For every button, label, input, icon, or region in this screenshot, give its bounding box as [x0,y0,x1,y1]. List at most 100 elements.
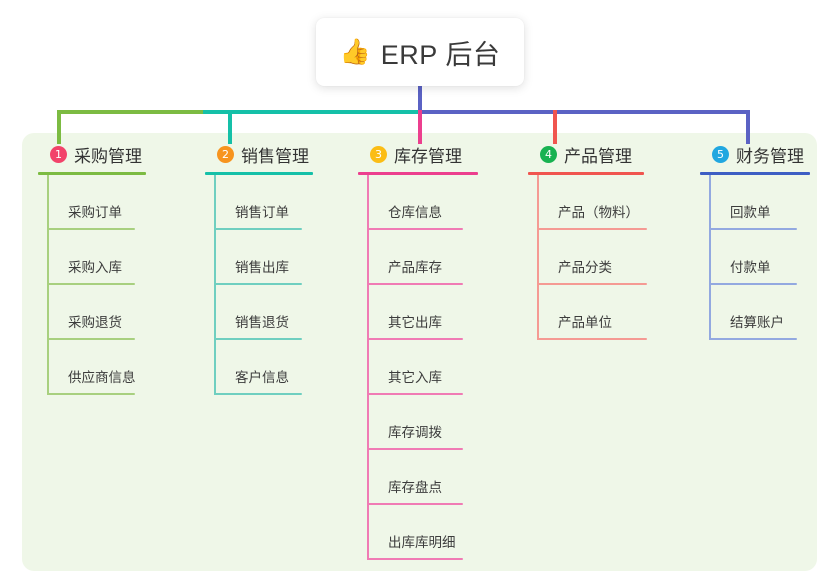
column-header-rule [38,172,146,175]
list-item[interactable]: 回款单 [700,175,810,230]
list-item[interactable]: 库存盘点 [358,450,478,505]
list-item-label: 供应商信息 [68,370,136,385]
list-item-label: 回款单 [730,205,771,220]
column-spine [47,175,49,395]
list-item-rule [214,393,302,395]
bus-segment-right [420,110,750,114]
list-item[interactable]: 供应商信息 [38,340,146,395]
list-item-label: 出库库明细 [388,535,456,550]
list-item[interactable]: 客户信息 [205,340,313,395]
column-title: 产品管理 [564,146,632,166]
drop-column-3 [418,110,422,144]
list-item-label: 销售出库 [235,260,289,275]
list-item-label: 产品分类 [558,260,612,275]
trunk-vertical [418,86,422,113]
list-item[interactable]: 其它入库 [358,340,478,395]
list-item-rule [47,228,135,230]
list-item-rule [367,393,463,395]
list-item-label: 产品库存 [388,260,442,275]
list-item[interactable]: 销售退货 [205,285,313,340]
number-badge-icon: 3 [370,145,387,163]
column-1: 1 采购管理采购订单采购入库采购退货供应商信息 [38,140,146,395]
column-spine [537,175,539,340]
list-item[interactable]: 产品库存 [358,230,478,285]
list-item-rule [367,228,463,230]
column-header-1[interactable]: 1 采购管理 [38,140,146,168]
column-items: 产品（物料） 产品分类产品单位 [528,175,647,340]
list-item-label: 其它出库 [388,315,442,330]
list-item[interactable]: 仓库信息 [358,175,478,230]
column-spine [367,175,369,560]
list-item-rule [537,283,647,285]
column-header-rule [358,172,478,175]
drop-column-1 [57,110,61,144]
list-item-label: 客户信息 [235,370,289,385]
list-item[interactable]: 产品（物料） [528,175,647,230]
list-item-label: 销售订单 [235,205,289,220]
list-item[interactable]: 销售订单 [205,175,313,230]
diagram-panel [22,133,817,571]
column-header-rule [205,172,313,175]
list-item-rule [47,393,135,395]
list-item-rule [47,338,135,340]
list-item-rule [214,283,302,285]
list-item[interactable]: 结算账户 [700,285,810,340]
number-badge-icon: 5 [712,145,729,163]
list-item-label: 结算账户 [730,315,784,330]
list-item-rule [537,228,647,230]
column-items: 回款单付款单结算账户 [700,175,810,340]
list-item-rule [367,448,463,450]
list-item-rule [214,228,302,230]
list-item-label: 库存调拨 [388,425,442,440]
list-item-label: 付款单 [730,260,771,275]
list-item-label: 产品（物料） [558,205,639,220]
list-item[interactable]: 库存调拨 [358,395,478,450]
list-item-label: 采购入库 [68,260,122,275]
list-item[interactable]: 销售出库 [205,230,313,285]
list-item[interactable]: 付款单 [700,230,810,285]
column-items: 仓库信息产品库存其它出库其它入库库存调拨库存盘点出库库明细 [358,175,478,560]
list-item[interactable]: 采购订单 [38,175,146,230]
drop-column-4 [553,110,557,144]
column-spine [214,175,216,395]
column-items: 采购订单采购入库采购退货供应商信息 [38,175,146,395]
drop-column-2 [228,110,232,144]
list-item-label: 仓库信息 [388,205,442,220]
column-items: 销售订单销售出库销售退货客户信息 [205,175,313,395]
list-item[interactable]: 产品分类 [528,230,647,285]
list-item[interactable]: 采购退货 [38,285,146,340]
list-item-rule [537,338,647,340]
list-item-label: 其它入库 [388,370,442,385]
column-title: 采购管理 [74,146,142,166]
list-item-rule [709,338,797,340]
list-item-rule [367,503,463,505]
list-item-label: 产品单位 [558,315,612,330]
list-item[interactable]: 出库库明细 [358,505,478,560]
drop-column-5 [746,110,750,144]
list-item[interactable]: 产品单位 [528,285,647,340]
list-item-label: 库存盘点 [388,480,442,495]
list-item-rule [367,283,463,285]
column-spine [709,175,711,340]
list-item-rule [367,558,463,560]
bus-segment-mid [203,110,420,114]
number-badge-icon: 1 [50,145,67,163]
list-item-rule [367,338,463,340]
number-badge-icon: 2 [217,145,234,163]
thumbs-up-icon: 👍 [339,37,371,66]
list-item[interactable]: 其它出库 [358,285,478,340]
list-item-label: 采购订单 [68,205,122,220]
root-node-card[interactable]: 👍 ERP 后台 [316,18,524,86]
list-item-label: 采购退货 [68,315,122,330]
bus-segment-left [57,110,203,114]
list-item-rule [47,283,135,285]
list-item[interactable]: 采购入库 [38,230,146,285]
